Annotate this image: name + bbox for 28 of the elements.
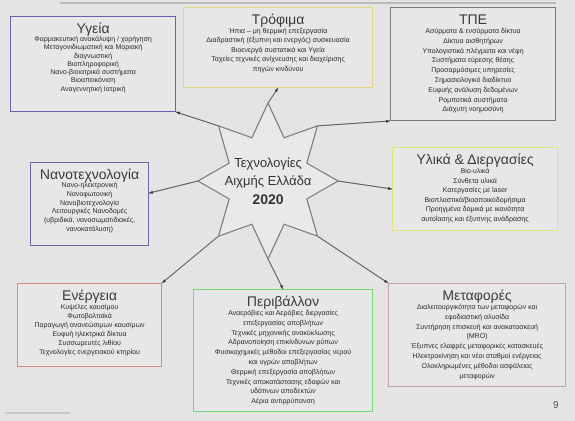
box-title: Νανοτεχνολογία — [40, 166, 140, 182]
box-title: Μεταφορές — [442, 287, 512, 303]
box-title: Υλικά & Διεργασίες — [416, 151, 534, 167]
arrow — [317, 236, 388, 284]
box-title: Υγεία — [76, 20, 110, 36]
arrow — [268, 88, 278, 104]
arrow — [268, 258, 284, 290]
topic-box — [388, 283, 566, 387]
topic-box — [390, 7, 556, 121]
page-number: 9 — [553, 400, 559, 411]
arrow — [317, 120, 390, 126]
box-title: ΤΠΕ — [459, 11, 487, 27]
arrow — [162, 236, 219, 284]
center-star — [198, 103, 338, 259]
topic-box — [30, 162, 149, 246]
center-title: Τεχνολογίες Αιχμής Ελλάδα — [224, 154, 312, 190]
box-title: Ενέργεια — [62, 287, 117, 303]
topic-box — [10, 16, 176, 112]
topic-box — [392, 147, 558, 231]
arrow — [148, 180, 198, 194]
arrow — [176, 112, 219, 126]
box-title: Περιβάλλον — [246, 293, 320, 309]
box-title: Τρόφιμα — [252, 11, 304, 27]
center-year: 2020 — [251, 190, 285, 208]
topic-box — [183, 7, 373, 88]
arrow — [338, 180, 392, 190]
topic-box — [193, 289, 373, 412]
topic-box — [17, 283, 162, 367]
